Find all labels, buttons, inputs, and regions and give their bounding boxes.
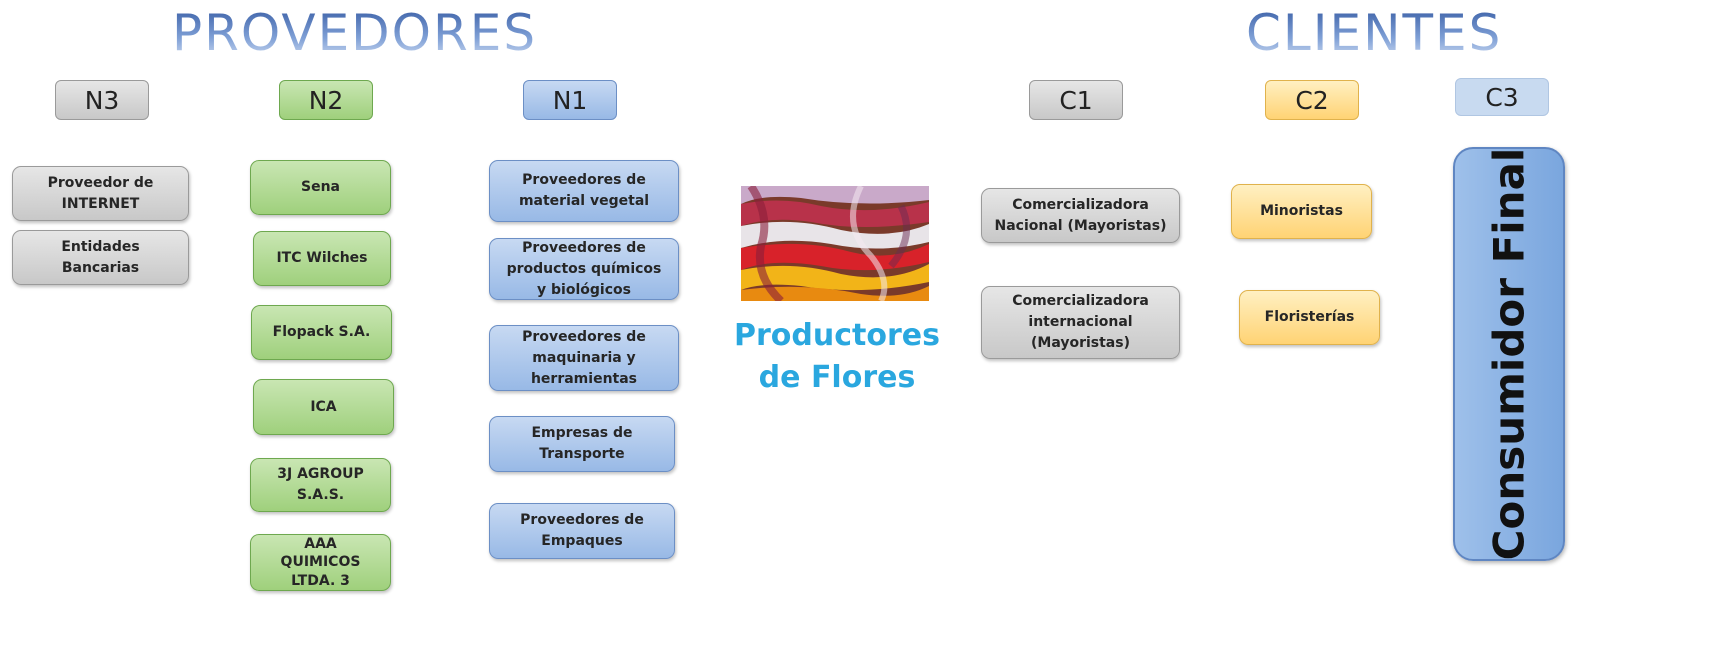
level-tag-c2: C2 <box>1265 80 1359 120</box>
level-tag-n3: N3 <box>55 80 149 120</box>
n2-node-flopack: Flopack S.A. <box>251 305 392 360</box>
n2-node-aaa-quimicos: AAA QUIMICOS LTDA. 3 <box>250 534 391 591</box>
n1-node-vegetal: Proveedores de material vegetal <box>489 160 679 222</box>
clients-heading: CLIENTES <box>1246 4 1503 62</box>
n3-node-banks: Entidades Bancarias <box>12 230 189 285</box>
n1-node-empaques: Proveedores de Empaques <box>489 503 675 559</box>
level-tag-c1: C1 <box>1029 80 1123 120</box>
n3-node-internet: Proveedor de INTERNET <box>12 166 189 221</box>
n2-node-sena: Sena <box>250 160 391 215</box>
center-label: Productores de Flores <box>734 318 940 395</box>
flower-field-photo <box>741 183 929 304</box>
c3-node-label: Consumidor Final <box>1484 147 1534 561</box>
c2-node-floristerias: Floristerías <box>1239 290 1380 345</box>
n2-node-3j-agroup: 3J AGROUP S.A.S. <box>250 458 391 512</box>
c1-node-nacional: Comercializadora Nacional (Mayoristas) <box>981 188 1180 243</box>
level-tag-n2: N2 <box>279 80 373 120</box>
n1-node-transporte: Empresas de Transporte <box>489 416 675 472</box>
providers-heading: PROVEDORES <box>172 4 538 62</box>
n2-node-ica: ICA <box>253 379 394 435</box>
c3-node-consumidor-final: Consumidor Final <box>1453 147 1565 561</box>
level-tag-c3: C3 <box>1455 78 1549 116</box>
n1-node-maquinaria: Proveedores de maquinaria y herramientas <box>489 325 679 391</box>
n2-node-itc-wilches: ITC Wilches <box>253 231 391 286</box>
c2-node-minoristas: Minoristas <box>1231 184 1372 239</box>
level-tag-n1: N1 <box>523 80 617 120</box>
n1-node-quimicos: Proveedores de productos químicos y biol… <box>489 238 679 300</box>
c1-node-internacional: Comercializadora internacional (Mayorist… <box>981 286 1180 359</box>
